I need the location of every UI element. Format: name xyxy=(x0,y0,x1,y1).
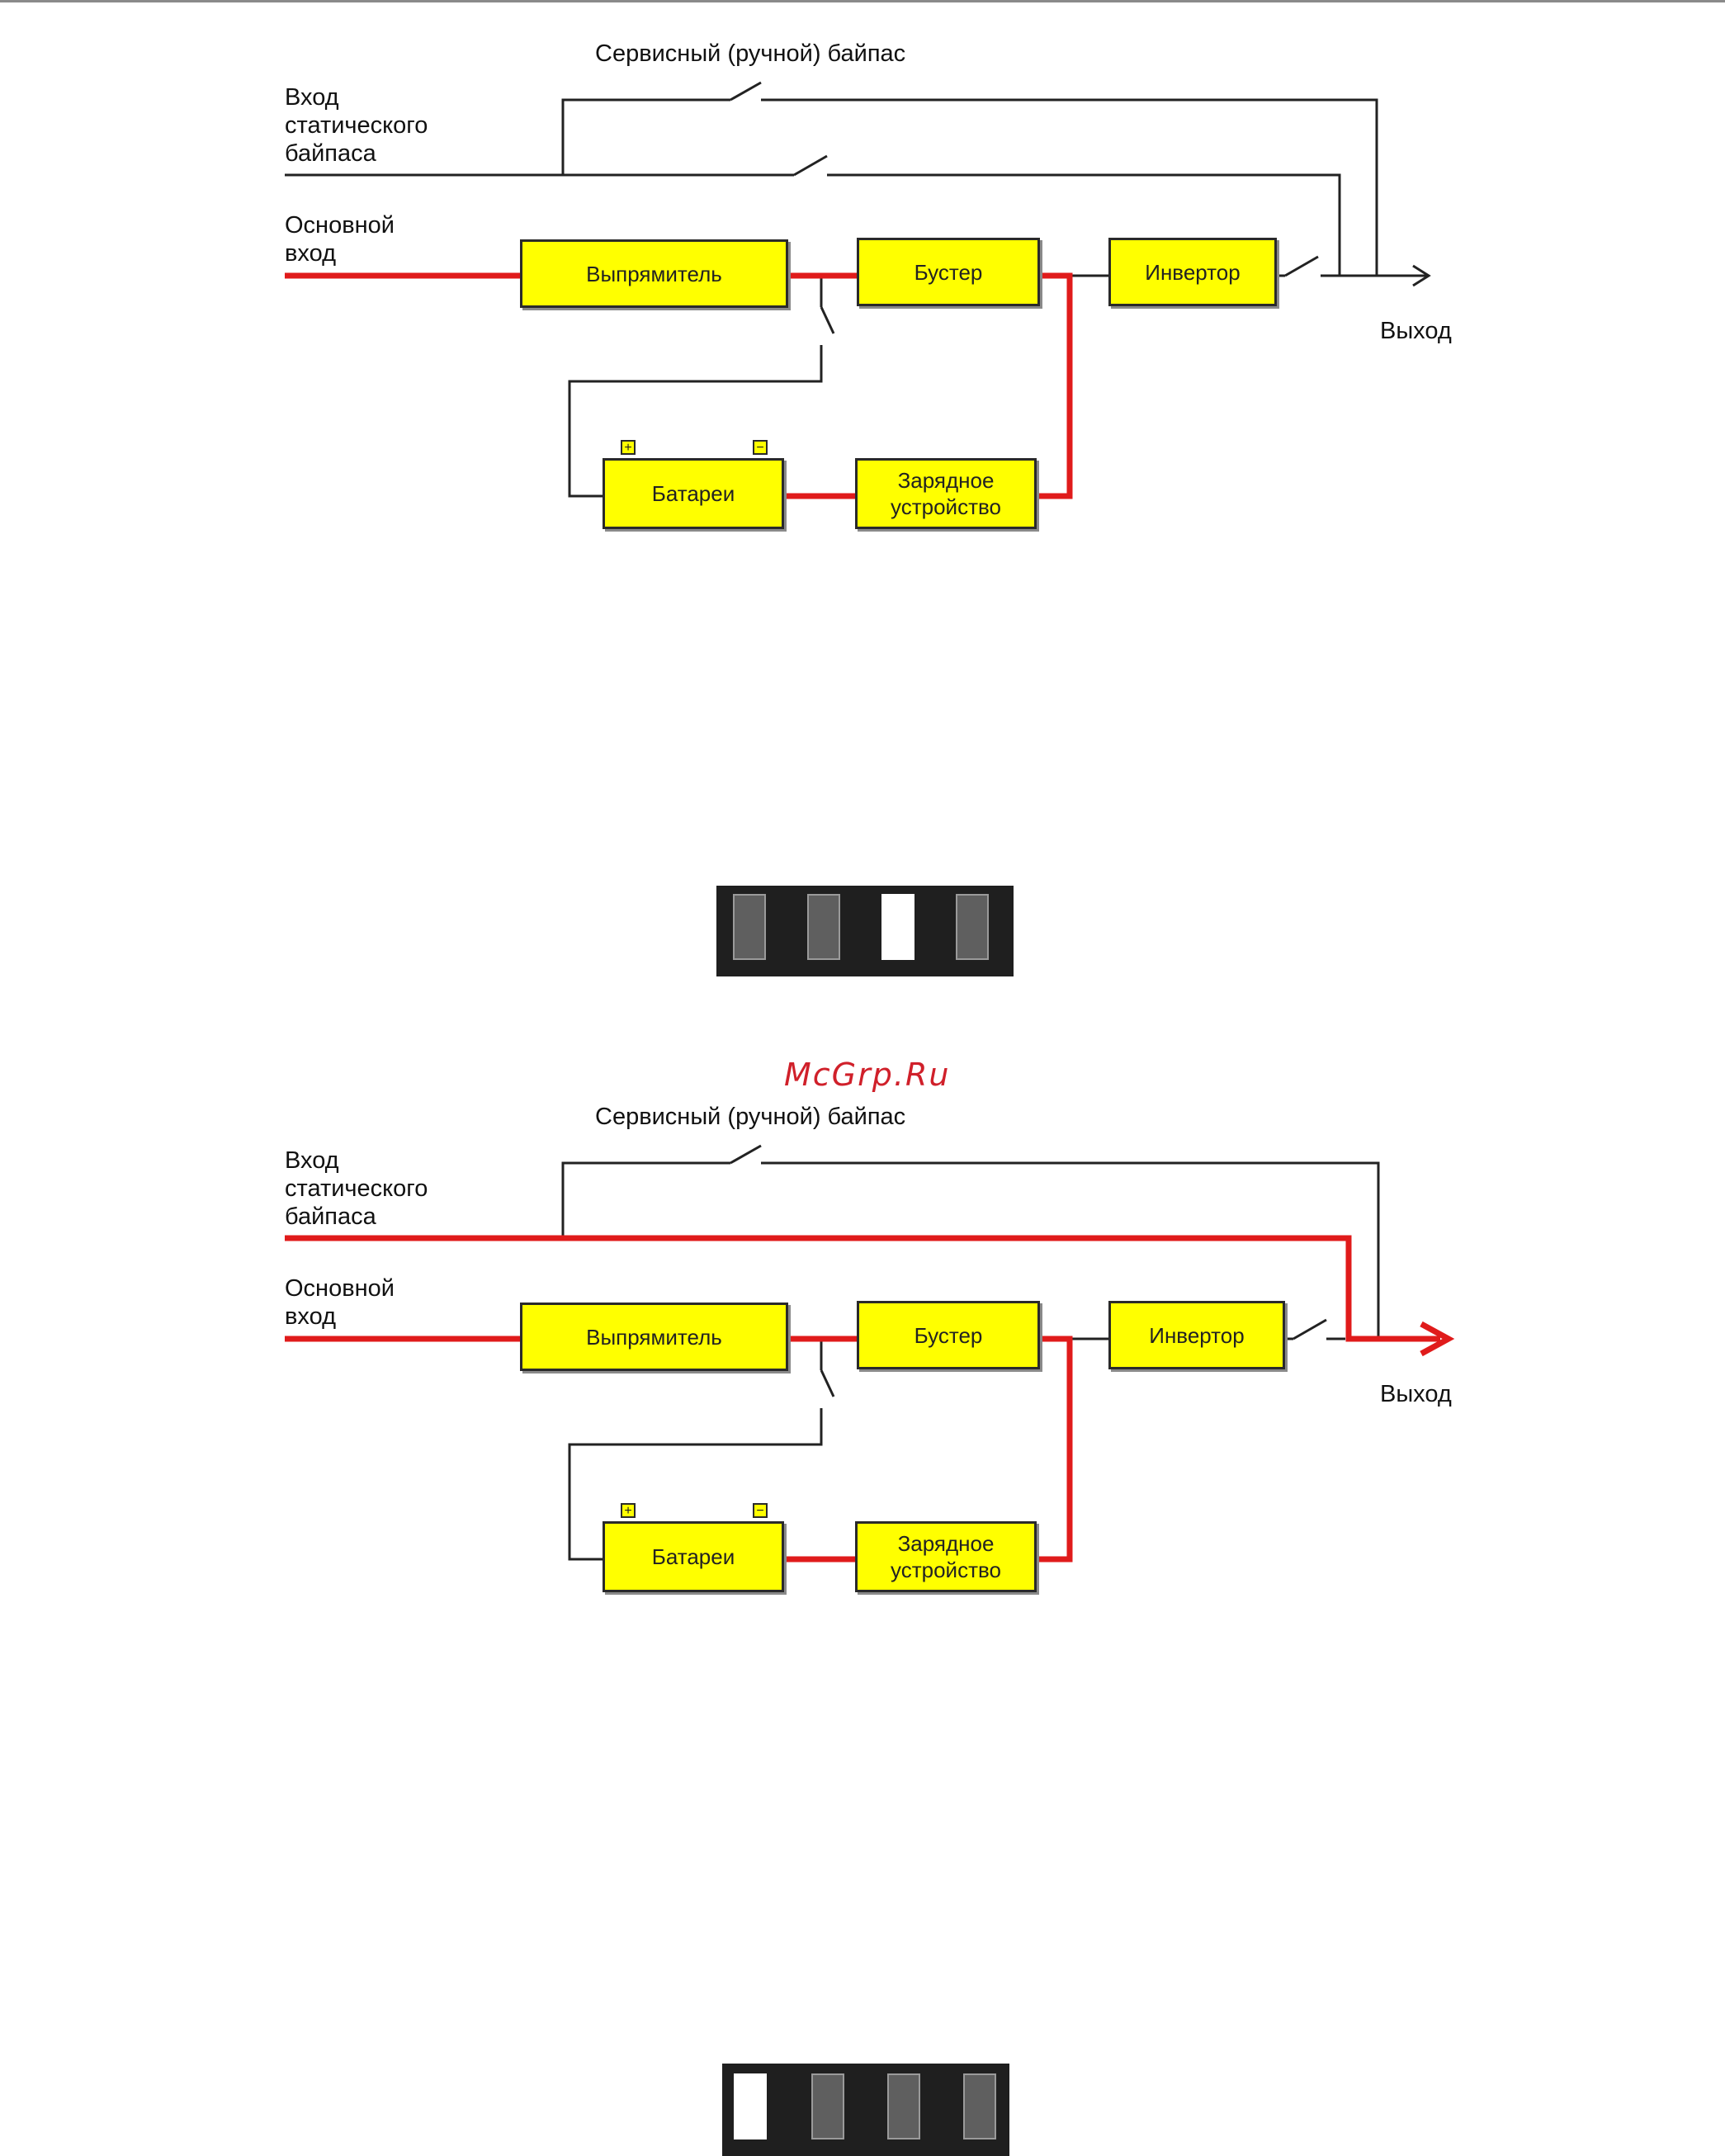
dc-bus-charger-path xyxy=(1037,1339,1070,1559)
batteries-block: Батареи xyxy=(603,458,784,529)
static-bypass-label-3: байпаса xyxy=(285,139,376,168)
service-bypass-wire-left xyxy=(563,1163,730,1238)
battery-minus-terminal: − xyxy=(753,440,768,455)
indicator-led-lit xyxy=(734,2073,767,2139)
static-bypass-switch xyxy=(794,156,827,175)
charger-label-2: устройство xyxy=(891,1557,1001,1583)
inverter-block: Инвертор xyxy=(1108,238,1277,306)
battery-plus-terminal: + xyxy=(621,440,636,455)
static-bypass-label-2: статического xyxy=(285,111,428,139)
diagram-wiring xyxy=(0,0,1725,627)
static-bypass-label-2: статического xyxy=(285,1175,428,1203)
main-input-label-1: Основной xyxy=(285,211,395,239)
main-input-label-1: Основной xyxy=(285,1274,395,1303)
static-bypass-label-1: Вход xyxy=(285,1147,339,1175)
main-input-label-2: вход xyxy=(285,1303,336,1331)
service-bypass-switch xyxy=(730,83,761,100)
rectifier-block: Выпрямитель xyxy=(520,1303,788,1371)
service-bypass-label: Сервисный (ручной) байпас xyxy=(595,40,905,68)
booster-block: Бустер xyxy=(857,238,1040,306)
static-bypass-label-1: Вход xyxy=(285,83,339,111)
indicator-led xyxy=(811,2073,844,2139)
battery-minus-terminal: − xyxy=(753,1503,768,1518)
output-label: Выход xyxy=(1380,317,1452,345)
inverter-output-switch xyxy=(1285,257,1318,276)
charger-block: Зарядное устройство xyxy=(855,1521,1037,1592)
service-bypass-wire-right xyxy=(761,1163,1378,1339)
service-bypass-wire-right xyxy=(761,100,1377,276)
service-bypass-switch xyxy=(730,1146,761,1163)
batteries-block: Батареи xyxy=(603,1521,784,1592)
inverter-block: Инвертор xyxy=(1108,1301,1285,1369)
diagram-wiring xyxy=(0,1063,1725,1690)
booster-block: Бустер xyxy=(857,1301,1040,1369)
indicator-led xyxy=(807,894,840,960)
battery-switch xyxy=(821,307,834,333)
charger-label-1: Зарядное xyxy=(898,467,995,494)
indicator-led xyxy=(887,2073,920,2139)
charger-label-1: Зарядное xyxy=(898,1530,995,1557)
service-bypass-label: Сервисный (ручной) байпас xyxy=(595,1103,905,1131)
charger-block: Зарядное устройство xyxy=(855,458,1037,529)
indicator-led xyxy=(733,894,766,960)
charger-label-2: устройство xyxy=(891,494,1001,520)
service-bypass-wire-left xyxy=(563,100,730,175)
status-indicator-2 xyxy=(722,2064,1009,2156)
dc-bus-charger-path xyxy=(1037,276,1070,496)
status-indicator-1 xyxy=(716,886,1014,976)
battery-plus-terminal: + xyxy=(621,1503,636,1518)
indicator-led-lit xyxy=(881,894,914,960)
ups-diagram-normal: Сервисный (ручной) байпас Вход статическ… xyxy=(0,0,1725,627)
rectifier-block: Выпрямитель xyxy=(520,239,788,308)
indicator-led xyxy=(963,2073,996,2139)
inverter-output-switch xyxy=(1293,1320,1326,1339)
ups-diagram-static-bypass: Сервисный (ручной) байпас Вход статическ… xyxy=(0,1063,1725,1690)
battery-switch xyxy=(821,1370,834,1397)
main-input-label-2: вход xyxy=(285,239,336,267)
static-bypass-label-3: байпаса xyxy=(285,1203,376,1231)
output-label: Выход xyxy=(1380,1380,1452,1408)
indicator-led xyxy=(956,894,989,960)
